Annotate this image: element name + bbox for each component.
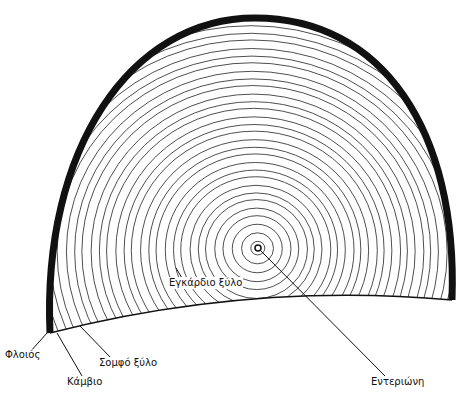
growth-ring	[141, 140, 369, 361]
growth-ring	[66, 71, 438, 395]
pith	[255, 245, 261, 251]
growth-ring	[50, 56, 454, 395]
part-label: Κάμβιο	[66, 376, 103, 388]
part-label: Σομφό ξύλο	[98, 357, 158, 369]
growth-ring	[190, 185, 322, 313]
growth-ring	[91, 94, 415, 395]
growth-rings	[8, 17, 463, 395]
growth-ring	[75, 79, 431, 395]
growth-ring	[149, 147, 361, 353]
part-label: Εντεριώνη	[370, 376, 425, 388]
part-label: Εγκάρδιο ξύλο	[168, 277, 243, 289]
growth-ring	[116, 117, 392, 385]
growth-ring	[181, 177, 331, 323]
growth-ring	[223, 216, 291, 282]
growth-ring	[107, 108, 401, 393]
growth-ring	[82, 86, 424, 395]
bark	[49, 18, 452, 333]
leader-lines	[30, 251, 385, 376]
growth-ring	[99, 102, 407, 395]
growth-ring	[124, 125, 384, 377]
cut-edge	[50, 295, 452, 333]
growth-ring	[57, 63, 447, 395]
growth-ring	[8, 17, 463, 395]
growth-ring	[131, 131, 377, 370]
part-label: Φλοιός	[4, 349, 41, 361]
growth-ring	[156, 154, 354, 346]
growth-ring	[165, 163, 345, 338]
